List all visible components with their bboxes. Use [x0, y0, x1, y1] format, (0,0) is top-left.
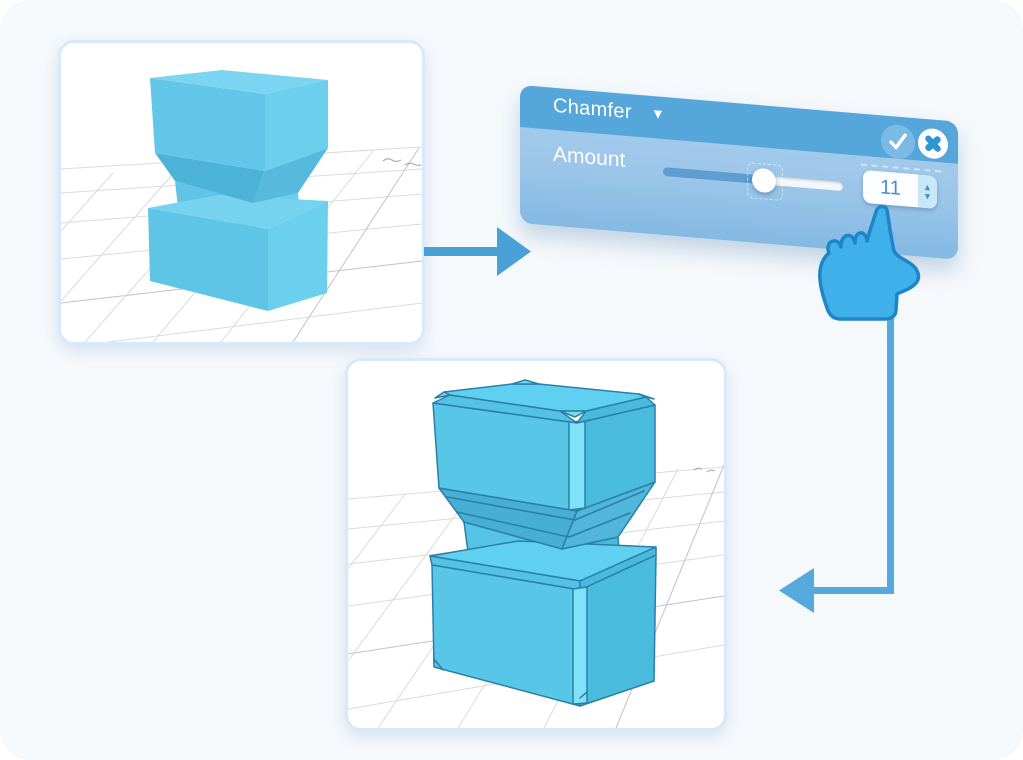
- amount-control: 11 ▲ ▼: [863, 169, 937, 210]
- cancel-button[interactable]: [918, 127, 948, 160]
- panel-title: Chamfer: [553, 94, 632, 124]
- amount-input[interactable]: 11: [863, 169, 918, 208]
- spinner-down-button[interactable]: ▼: [923, 190, 932, 202]
- confirm-button[interactable]: [881, 123, 915, 161]
- amount-label: Amount: [553, 142, 626, 172]
- chamfer-panel: Chamfer ▼ Amount 11 ▲ ▼: [520, 85, 958, 260]
- model-before: [61, 70, 422, 342]
- amount-stepper: ▲ ▼: [918, 174, 937, 210]
- model-after: [348, 379, 724, 728]
- workplane-label-scribble: [382, 158, 422, 166]
- check-icon: [889, 133, 907, 150]
- pedestal-model: [148, 70, 328, 311]
- viewport-after: [345, 358, 727, 731]
- workplane-label-scribble: [693, 467, 716, 473]
- chevron-down-icon: ▼: [651, 105, 665, 123]
- chamfered-pedestal-model: [429, 379, 657, 707]
- viewport-before: [58, 40, 425, 345]
- arrow-down-left-icon: [779, 258, 894, 613]
- arrow-right-icon: [424, 227, 531, 276]
- amount-slider[interactable]: [663, 161, 843, 201]
- cross-icon: [925, 135, 941, 152]
